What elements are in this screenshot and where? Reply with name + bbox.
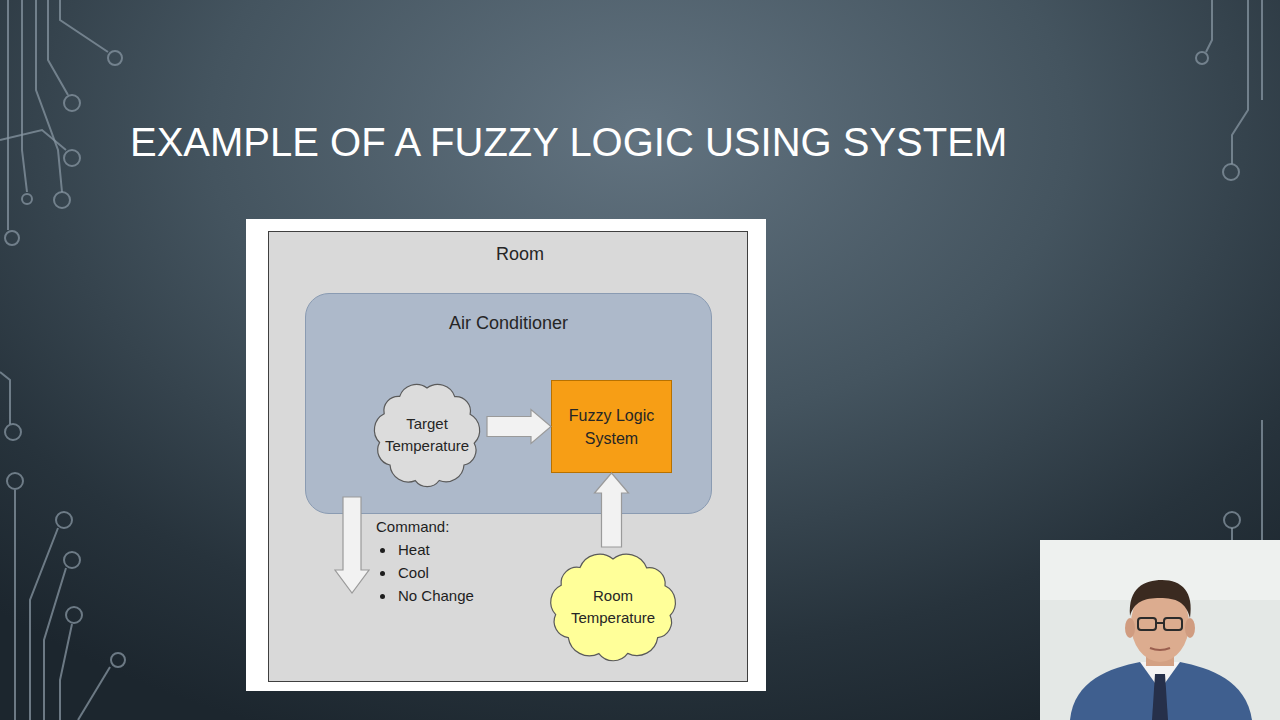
cloud-outline: [543, 547, 683, 667]
command-option: No Change: [376, 585, 474, 607]
cloud-shape: [551, 554, 676, 661]
command-option: Heat: [376, 539, 430, 561]
command-option: Cool: [376, 562, 429, 584]
box-heading: Air Conditioner: [306, 312, 711, 334]
slide-title: EXAMPLE OF A FUZZY LOGIC USING SYSTEM: [130, 118, 1007, 166]
input-cloud: Target Temperature: [367, 376, 487, 494]
process-box: Fuzzy Logic System: [551, 380, 672, 473]
box-heading: Room: [269, 243, 747, 265]
room-box: RoomAir ConditionerTarget Temperature Fuz…: [268, 231, 748, 682]
device-box: Air ConditionerTarget Temperature Fuzzy L…: [305, 293, 712, 514]
cloud-text: Room Temperature: [565, 585, 661, 629]
cloud-shape: [374, 384, 479, 486]
input-cloud: Room Temperature: [543, 547, 683, 667]
cloud-outline: [367, 376, 487, 494]
cloud-text: Target Temperature: [379, 413, 475, 457]
command-heading: Command:: [376, 516, 449, 538]
process-text: Fuzzy Logic System: [560, 404, 664, 450]
webcam-inset: [1040, 540, 1280, 720]
